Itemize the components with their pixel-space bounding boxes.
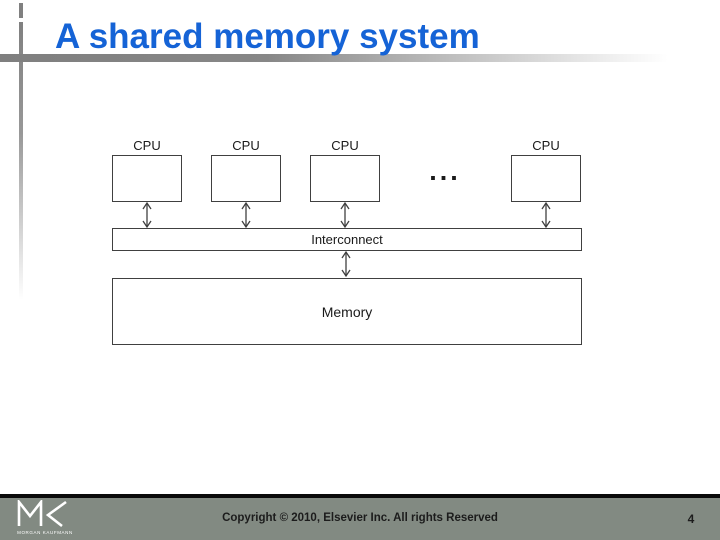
title-underline-bar <box>0 54 668 62</box>
interconnect-bar: Interconnect <box>112 228 582 251</box>
interconnect-label: Interconnect <box>311 232 383 247</box>
copyright-text: Copyright © 2010, Elsevier Inc. All righ… <box>222 512 498 524</box>
cpu3-label: CPU <box>331 138 359 153</box>
page-number: 4 <box>687 512 695 526</box>
footer-bar: MORGAN KAUFMANN Copyright © 2010, Elsevi… <box>0 498 720 540</box>
mk-logo-icon <box>17 498 67 528</box>
cpu4-box <box>511 155 581 202</box>
cpu2-label: CPU <box>232 138 260 153</box>
cpu2-box <box>211 155 281 202</box>
logo-subtext: MORGAN KAUFMANN <box>17 530 73 535</box>
footer-divider-line <box>0 494 720 498</box>
memory-label: Memory <box>321 303 373 320</box>
cpu1-box <box>112 155 182 202</box>
memory-box: Memory <box>112 278 582 345</box>
cpu3-box <box>310 155 380 202</box>
shared-memory-diagram: CPU CPU CPU ... CPU <box>112 138 582 345</box>
more-cpus-ellipsis: ... <box>429 155 461 186</box>
cpu4-label: CPU <box>532 138 560 153</box>
bidirectional-arrow-icon <box>340 201 350 229</box>
left-accent-bar <box>19 22 23 300</box>
page-title: A shared memory system <box>55 17 480 56</box>
morgan-kaufmann-logo: MORGAN KAUFMANN <box>16 498 74 538</box>
cpu1-label: CPU <box>133 138 161 153</box>
bidirectional-arrow-icon <box>541 201 551 229</box>
bidirectional-arrow-icon <box>142 201 152 229</box>
bidirectional-arrow-icon <box>341 250 351 278</box>
left-accent-bar-top-segment <box>19 3 23 18</box>
bidirectional-arrow-icon <box>241 201 251 229</box>
